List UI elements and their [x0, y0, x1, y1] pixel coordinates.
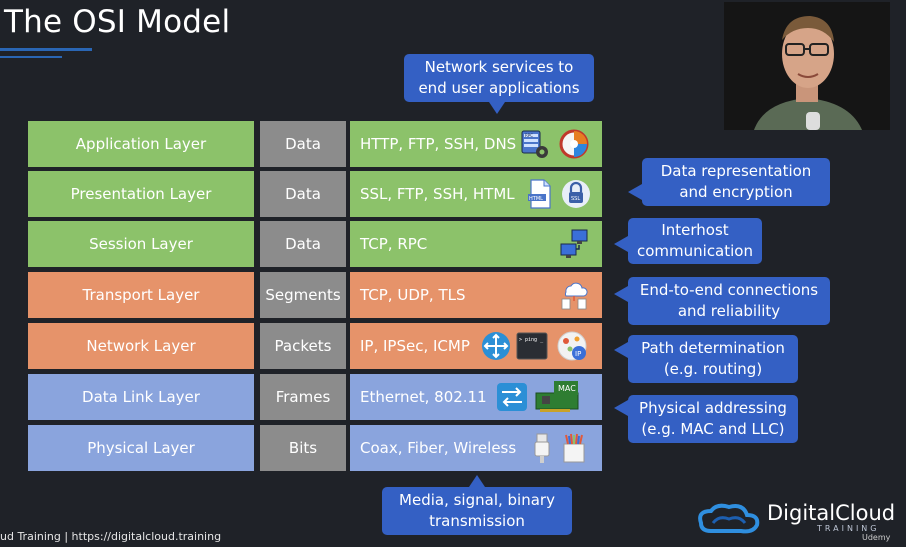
- callout-transport-line2: and reliability: [677, 302, 781, 320]
- callout-presentation-pointer: [628, 184, 642, 200]
- ip-icon-label: IP: [575, 350, 581, 358]
- presenter-image: [724, 2, 890, 130]
- osi-row-session: Session Layer Data TCP, RPC: [28, 221, 602, 267]
- globe-dns-icon: [559, 129, 589, 159]
- layer-protocols-presentation: SSL, FTP, SSH, HTML: [350, 171, 602, 217]
- layer-name-network: Network Layer: [28, 323, 254, 369]
- callout-physical: Media, signal, binary transmission: [382, 487, 572, 535]
- rpc-server-icon: RPC: [521, 130, 548, 158]
- callout-transport-pointer: [614, 286, 628, 302]
- callout-application-line2: end user applications: [418, 79, 580, 97]
- layer-name-datalink: Data Link Layer: [28, 374, 254, 420]
- layer-protocols-physical: Coax, Fiber, Wireless: [350, 425, 602, 471]
- computers-network-icon: [560, 229, 588, 258]
- slide-title: The OSI Model: [4, 4, 231, 40]
- callout-presentation-line1: Data representation: [660, 162, 812, 180]
- ethernet-cable-icon: [534, 433, 550, 463]
- layer-name-transport: Transport Layer: [28, 272, 254, 318]
- udemy-watermark: Udemy: [862, 533, 891, 542]
- callout-network-pointer: [614, 342, 628, 358]
- presenter-webcam: [724, 2, 890, 130]
- layer-unit-network: Packets: [260, 323, 346, 369]
- callout-physical-line2: transmission: [429, 512, 525, 530]
- title-underline: [0, 48, 92, 51]
- layer-unit-application: Data: [260, 121, 346, 167]
- callout-physical-line1: Media, signal, binary: [399, 491, 555, 509]
- callout-presentation: Data representation and encryption: [642, 158, 830, 206]
- brand-subtitle: TRAINING: [817, 524, 880, 533]
- layer-unit-physical: Bits: [260, 425, 346, 471]
- osi-row-network: Network Layer Packets IP, IPSec, ICMP > …: [28, 323, 602, 369]
- html-icon-label: HTML: [529, 196, 543, 202]
- callout-network-line2: (e.g. routing): [663, 360, 763, 378]
- osi-row-presentation: Presentation Layer Data SSL, FTP, SSH, H…: [28, 171, 602, 217]
- layer-name-application: Application Layer: [28, 121, 254, 167]
- osi-row-application: Application Layer Data HTTP, FTP, SSH, D…: [28, 121, 602, 167]
- callout-session-line1: Interhost: [661, 221, 729, 239]
- osi-row-datalink: Data Link Layer Frames Ethernet, 802.11 …: [28, 374, 602, 420]
- layer-name-physical: Physical Layer: [28, 425, 254, 471]
- ssl-icon-label: SSL: [571, 196, 580, 202]
- layer-protocols-session: TCP, RPC: [350, 221, 602, 267]
- layer-unit-session: Data: [260, 221, 346, 267]
- mac-icon-label: MAC: [558, 384, 576, 393]
- callout-session-line2: communication: [636, 242, 753, 260]
- callout-application: Network services to end user application…: [404, 54, 594, 102]
- terminal-ping-icon: > ping _: [516, 332, 548, 360]
- ip-network-icon: IP: [557, 331, 587, 361]
- callout-session: Interhost communication: [628, 218, 762, 264]
- callout-datalink: Physical addressing (e.g. MAC and LLC): [628, 395, 798, 443]
- callout-network: Path determination (e.g. routing): [628, 335, 798, 383]
- cloud-servers-icon: [561, 282, 588, 310]
- callout-presentation-line2: and encryption: [679, 183, 793, 201]
- layer-unit-presentation: Data: [260, 171, 346, 217]
- osi-row-physical: Physical Layer Bits Coax, Fiber, Wireles…: [28, 425, 602, 471]
- title-underline-short: [0, 56, 62, 58]
- layer-name-session: Session Layer: [28, 221, 254, 267]
- layer-unit-datalink: Frames: [260, 374, 346, 420]
- html-file-icon: HTML: [528, 179, 551, 209]
- fiber-optic-icon: [563, 433, 585, 463]
- layer-unit-transport: Segments: [260, 272, 346, 318]
- network-card-mac-icon: MAC: [535, 381, 579, 412]
- layer-protocols-transport: TCP, UDP, TLS: [350, 272, 602, 318]
- cloud-logo-icon: [698, 503, 760, 534]
- callout-transport: End-to-end connections and reliability: [628, 277, 830, 325]
- callout-datalink-pointer: [614, 400, 628, 416]
- callout-transport-line1: End-to-end connections: [639, 281, 819, 299]
- brand-logo: DigitalCloud TRAINING: [695, 497, 895, 542]
- callout-datalink-line1: Physical addressing: [639, 399, 787, 417]
- callout-application-pointer: [489, 102, 505, 114]
- callout-application-line1: Network services to: [424, 58, 574, 76]
- ping-icon-label: > ping _: [519, 337, 544, 343]
- callout-datalink-line2: (e.g. MAC and LLC): [641, 420, 785, 438]
- rpc-icon-label: RPC: [525, 133, 533, 138]
- callout-network-line1: Path determination: [641, 339, 785, 357]
- callout-session-pointer: [614, 236, 628, 252]
- brand-name: DigitalCloud: [767, 501, 896, 525]
- callout-physical-pointer: [469, 475, 485, 487]
- layer-name-presentation: Presentation Layer: [28, 171, 254, 217]
- ssl-lock-icon: SSL: [562, 180, 590, 208]
- router-icon: [482, 332, 510, 360]
- footer-text: ud Training | https://digitalcloud.train…: [0, 530, 222, 543]
- osi-row-transport: Transport Layer Segments TCP, UDP, TLS: [28, 272, 602, 318]
- switch-icon: [497, 383, 527, 411]
